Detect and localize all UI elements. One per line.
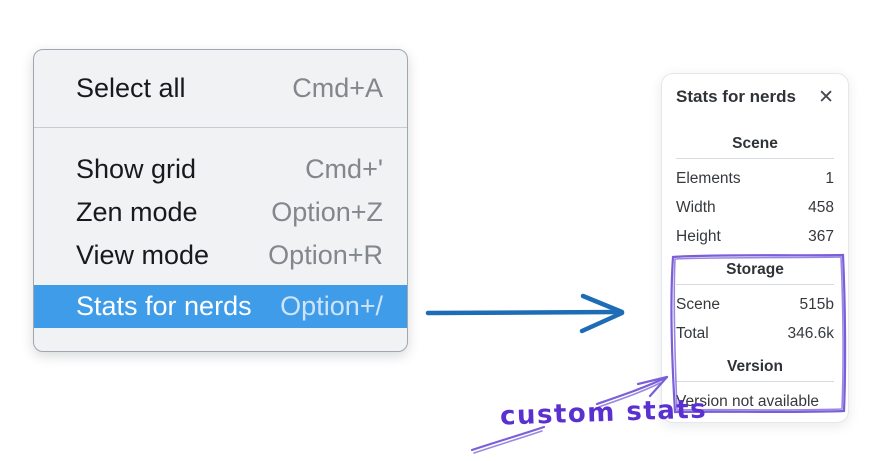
- menu-item-shortcut: Option+R: [268, 240, 383, 270]
- blue-arrow: [425, 293, 625, 334]
- menu-item-shortcut: Option+/: [280, 291, 383, 321]
- section-divider: [676, 158, 834, 159]
- menu-item-shortcut: Option+Z: [271, 197, 383, 227]
- menu-item-view-mode[interactable]: View mode Option+R: [34, 234, 407, 277]
- menu-item-zen-mode[interactable]: Zen mode Option+Z: [34, 191, 407, 234]
- stat-label: Total: [676, 324, 709, 342]
- stat-value: 1: [825, 169, 834, 187]
- stats-panel-header: Stats for nerds ✕: [676, 84, 834, 110]
- menu-item-shortcut: Cmd+A: [292, 72, 383, 103]
- menu-item-select-all[interactable]: Select all Cmd+A: [34, 61, 407, 115]
- section-divider: [676, 381, 834, 382]
- stat-row-width: Width 458: [676, 193, 834, 222]
- stats-panel: Stats for nerds ✕ Scene Elements 1 Width…: [661, 73, 849, 423]
- menu-item-show-grid[interactable]: Show grid Cmd+': [34, 148, 407, 191]
- annotation-custom-stats: custom stats: [499, 394, 708, 432]
- stat-label: Elements: [676, 169, 741, 187]
- stat-row-height: Height 367: [676, 222, 834, 251]
- stat-row-scene-storage: Scene 515b: [676, 290, 834, 319]
- section-divider: [676, 284, 834, 285]
- section-heading-scene: Scene: [732, 135, 778, 152]
- stat-label: Height: [676, 227, 721, 245]
- stats-panel-title: Stats for nerds: [676, 87, 796, 106]
- close-icon[interactable]: ✕: [818, 85, 834, 108]
- stat-row-total-storage: Total 346.6k: [676, 319, 834, 348]
- stat-value: 367: [808, 227, 834, 245]
- context-menu: Select all Cmd+A Show grid Cmd+' Zen mod…: [33, 49, 408, 352]
- stat-value: 515b: [799, 295, 834, 313]
- menu-divider: [34, 127, 407, 128]
- stat-value: 458: [808, 198, 834, 216]
- menu-item-label: Stats for nerds: [76, 291, 252, 321]
- menu-item-label: Show grid: [76, 154, 197, 184]
- menu-item-label: View mode: [76, 240, 210, 270]
- stat-row-elements: Elements 1: [676, 164, 834, 193]
- section-heading-storage: Storage: [726, 261, 784, 278]
- stat-value: 346.6k: [787, 324, 834, 342]
- stat-label: Width: [676, 198, 716, 216]
- menu-item-shortcut: Cmd+': [305, 154, 383, 184]
- menu-item-stats-for-nerds[interactable]: Stats for nerds Option+/: [34, 285, 407, 328]
- menu-item-label: Zen mode: [76, 197, 198, 227]
- menu-item-label: Select all: [76, 72, 186, 103]
- section-heading-version: Version: [727, 358, 783, 375]
- stat-label: Scene: [676, 295, 720, 313]
